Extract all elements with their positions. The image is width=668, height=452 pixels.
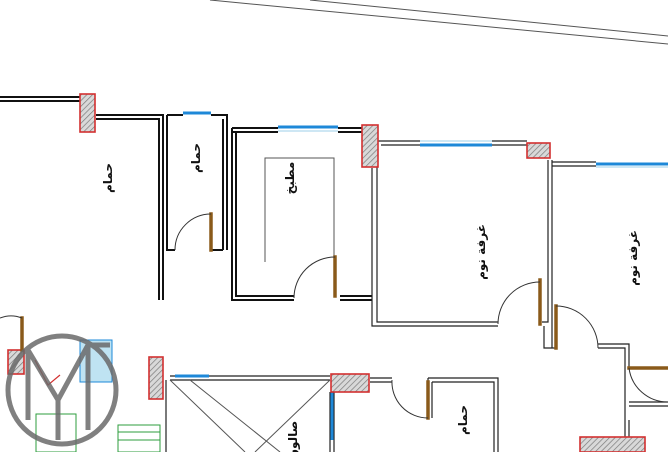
label-hammam-1: حمام [101, 163, 116, 193]
label-ghurfat-nawm-1: غرفة نوم [474, 224, 489, 280]
room-labels: حمام حمام مطبخ غرفة نوم غرفة نوم حمام صا… [101, 143, 641, 452]
kitchen-counter [264, 157, 335, 262]
doors [0, 212, 668, 420]
site-boundary [209, 0, 668, 45]
m-logo-icon [5, 333, 119, 447]
label-ghurfat-nawm-2: غرفة نوم [626, 230, 641, 286]
label-hammam-2: حمام [189, 143, 204, 173]
columns [7, 93, 646, 452]
label-salon: صالون [286, 421, 301, 452]
windows [175, 111, 668, 440]
open-void-cross [169, 379, 331, 452]
label-hammam-3: حمام [456, 405, 471, 435]
label-matbakh: مطبخ [283, 162, 297, 195]
walls [0, 96, 668, 452]
